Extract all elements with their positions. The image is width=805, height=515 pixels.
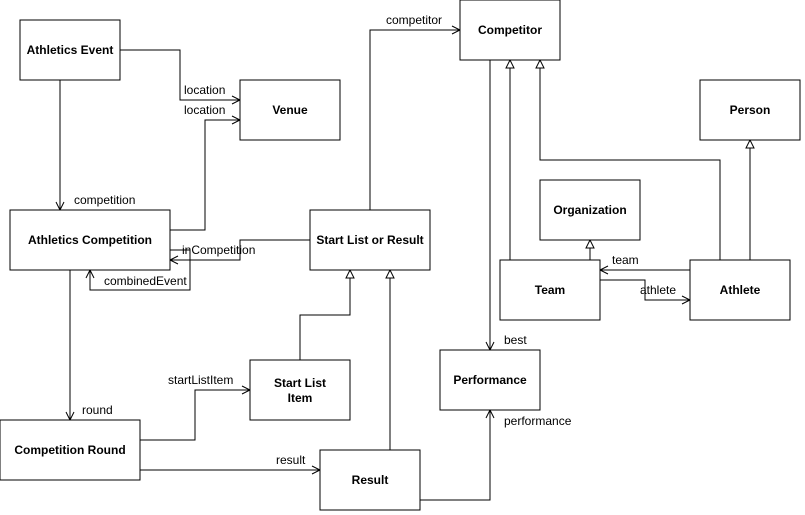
- class-competition-round-label: Competition Round: [14, 443, 125, 457]
- class-athletics-event[interactable]: Athletics Event: [19, 19, 121, 81]
- class-venue-label: Venue: [272, 103, 308, 117]
- class-competition-round[interactable]: Competition Round: [0, 419, 141, 481]
- edge-result: [140, 465, 322, 475]
- class-competitor-label: Competitor: [478, 23, 542, 37]
- generalization-athlete-person: [745, 138, 755, 260]
- label-team: team: [612, 253, 639, 267]
- edge-startListItem: [140, 385, 252, 441]
- generalization-result: [385, 268, 395, 450]
- label-competitor: competitor: [386, 13, 442, 27]
- label-location-2: location: [184, 103, 225, 117]
- class-result-label: Result: [352, 473, 389, 487]
- class-performance-label: Performance: [453, 373, 527, 387]
- class-athletics-event-label: Athletics Event: [27, 43, 114, 57]
- generalization-team-organization: [585, 238, 595, 260]
- label-location-1: location: [184, 83, 225, 97]
- label-combinedEvent: combinedEvent: [104, 274, 187, 288]
- generalization-startlistitem: [299, 268, 355, 360]
- edge-best: [485, 60, 495, 352]
- class-person-label: Person: [730, 103, 771, 117]
- label-performance: performance: [504, 414, 572, 428]
- class-competitor[interactable]: Competitor: [459, 0, 561, 61]
- class-athlete-label: Athlete: [720, 283, 761, 297]
- class-person[interactable]: Person: [699, 79, 801, 141]
- edge-competition-venue-location: [170, 115, 242, 231]
- edge-round: [65, 270, 75, 422]
- label-athlete: athlete: [640, 283, 676, 297]
- class-start-list-item-label-line1: Start List: [274, 376, 326, 390]
- class-team[interactable]: Team: [499, 259, 601, 321]
- edge-team: [598, 265, 690, 275]
- class-result[interactable]: Result: [319, 449, 421, 511]
- label-best: best: [504, 333, 527, 347]
- generalization-team-competitor: [505, 58, 515, 260]
- label-inCompetition: inCompetition: [182, 243, 255, 257]
- class-athletics-competition[interactable]: Athletics Competition: [9, 209, 171, 271]
- generalization-athlete-competitor: [535, 58, 721, 260]
- class-start-list-item-label-line2: Item: [288, 391, 313, 405]
- label-startListItem: startListItem: [168, 373, 233, 387]
- class-start-list-item[interactable]: Start List Item: [249, 359, 351, 421]
- class-start-list-or-result[interactable]: Start List or Result: [309, 209, 431, 271]
- class-organization[interactable]: Organization: [539, 179, 641, 241]
- class-venue[interactable]: Venue: [239, 79, 341, 141]
- edge-competitor: [369, 25, 462, 210]
- class-athletics-competition-label: Athletics Competition: [28, 233, 152, 247]
- class-organization-label: Organization: [553, 203, 626, 217]
- edge-event-competition: [55, 80, 65, 212]
- class-team-label: Team: [535, 283, 565, 297]
- class-athlete[interactable]: Athlete: [689, 259, 791, 321]
- edge-performance: [420, 408, 495, 501]
- class-start-list-or-result-label: Start List or Result: [316, 233, 423, 247]
- label-competition: competition: [74, 193, 135, 207]
- label-round: round: [82, 403, 113, 417]
- class-performance[interactable]: Performance: [439, 349, 541, 411]
- label-result: result: [276, 453, 306, 467]
